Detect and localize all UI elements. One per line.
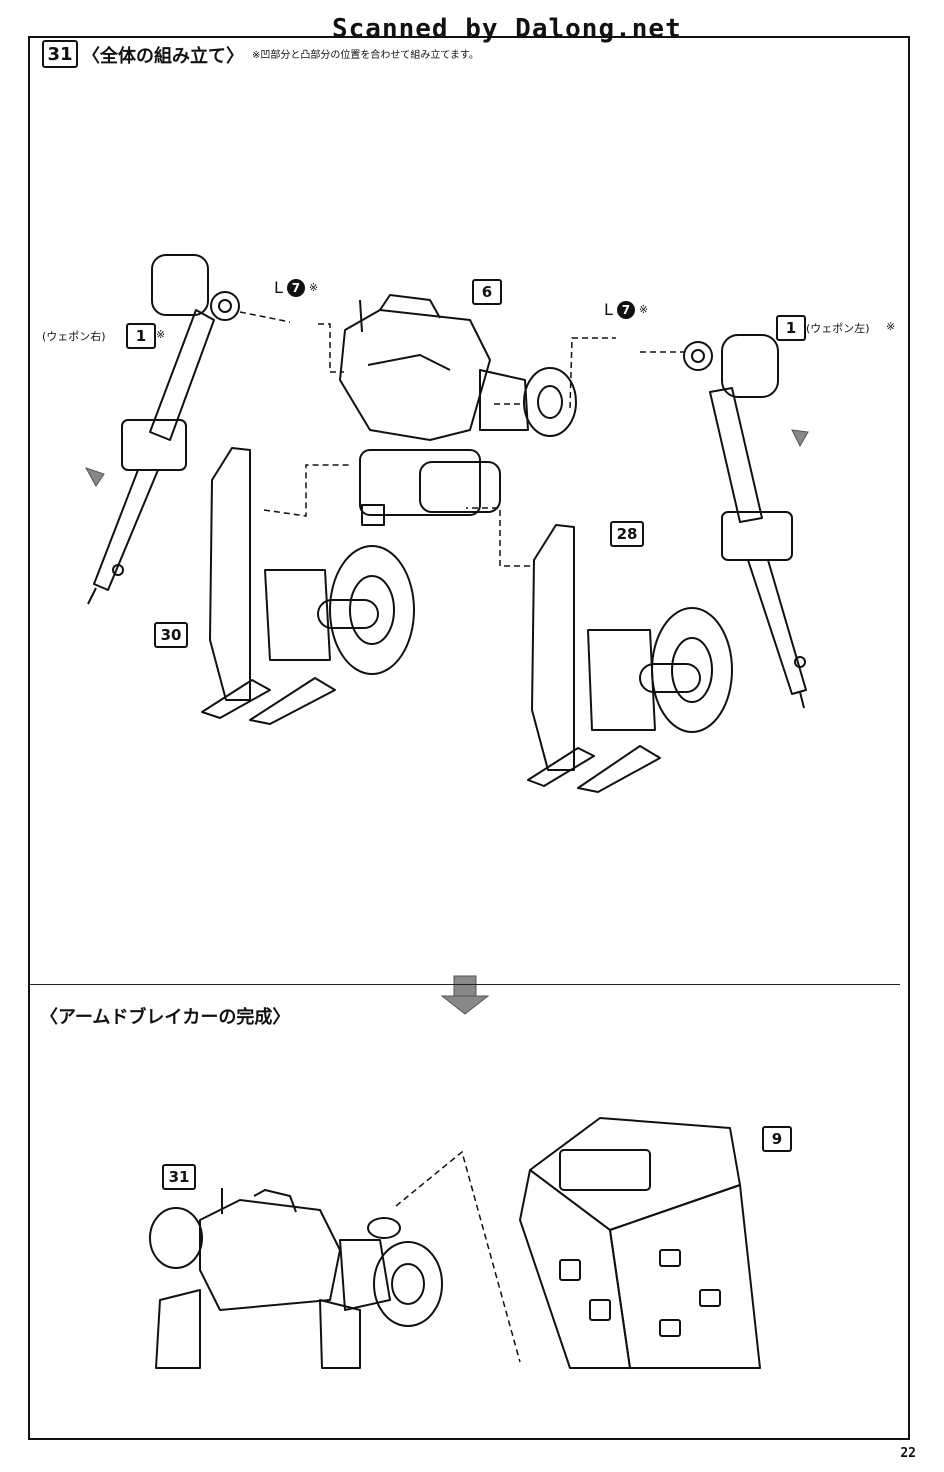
final-title: 〈アームドブレイカーの完成〉: [40, 1007, 291, 1028]
page-number: 22: [900, 1446, 916, 1461]
mark-weapon-right: ※: [156, 328, 166, 341]
part-mark: ※: [638, 303, 649, 316]
part-l7-right: L 7 ※: [604, 300, 648, 319]
page-frame: [28, 36, 910, 1440]
part-letter: L: [274, 278, 283, 297]
section-divider: [30, 984, 900, 985]
assembled-illustration: [149, 1188, 443, 1369]
base-illustration: [519, 1117, 761, 1369]
part-mark: ※: [308, 281, 319, 294]
rotate-arrow-icon: [84, 429, 809, 487]
callout-leg-28: 28: [610, 521, 644, 547]
step-number: 31: [42, 40, 78, 68]
weapon-left-illustration: [683, 334, 807, 709]
callout-torso: 6: [472, 279, 502, 305]
part-letter: L: [604, 300, 613, 319]
label-weapon-right: (ウェポン右): [42, 330, 106, 343]
down-arrow-icon: [440, 975, 490, 1015]
label-weapon-left: (ウェポン左): [806, 322, 870, 335]
part-l7-left: L 7 ※: [274, 278, 318, 297]
callout-assembled: 31: [162, 1164, 196, 1190]
callout-weapon-left: 1: [776, 315, 806, 341]
callout-leg-30: 30: [154, 622, 188, 648]
torso-illustration: [339, 294, 577, 526]
leg-30-illustration: [201, 447, 415, 725]
step-title: 〈全体の組み立て〉: [82, 46, 244, 67]
part-number-badge: 7: [286, 278, 305, 297]
leg-28-illustration: [527, 524, 733, 793]
step-note: ※凹部分と凸部分の位置を合わせて組み立てます。: [252, 50, 479, 61]
mark-weapon-left: ※: [886, 320, 896, 333]
watermark: Scanned by Dalong.net: [332, 14, 682, 44]
callout-base: 9: [762, 1126, 792, 1152]
part-number-badge: 7: [616, 300, 635, 319]
callout-weapon-right: 1: [126, 323, 156, 349]
weapon-right-illustration: [87, 254, 240, 605]
